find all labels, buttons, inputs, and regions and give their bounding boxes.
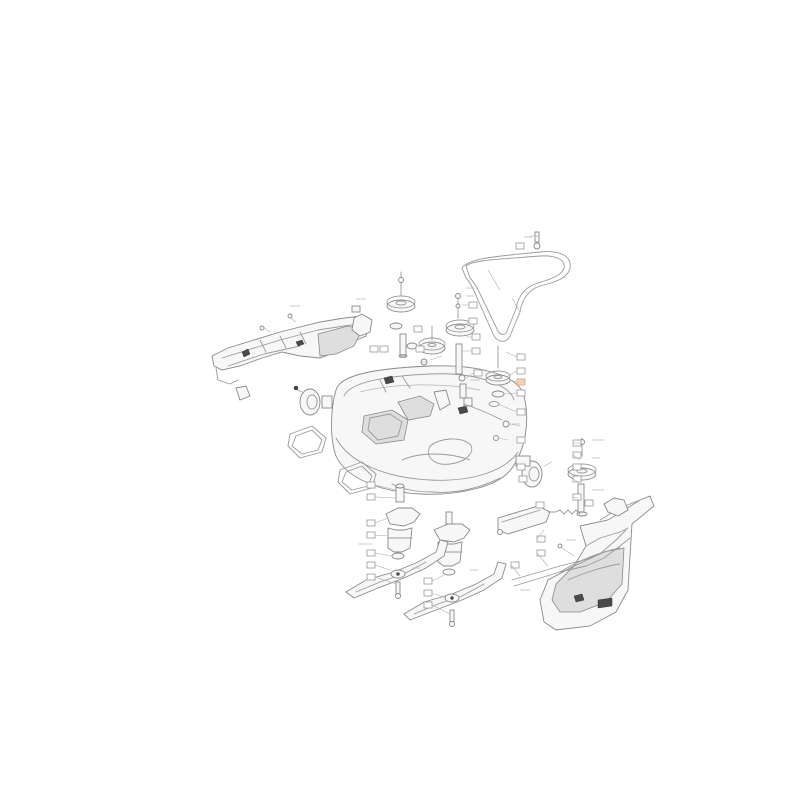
leader-lines — [374, 304, 582, 615]
highlighted-callout-box — [516, 378, 526, 386]
blade-bolt-icon — [395, 581, 455, 627]
pulley-icon — [485, 345, 511, 407]
belt-guide-bolt-icon — [530, 231, 541, 250]
part-number-strokes — [290, 236, 604, 591]
pulley-icon — [445, 293, 475, 407]
bracket-icon — [433, 389, 521, 441]
callout-markers — [366, 242, 594, 609]
drive-belt-icon — [461, 251, 571, 342]
left-bracket-assembly-icon — [211, 305, 373, 401]
right-side-bracket-icon — [511, 495, 655, 631]
pulley-icon — [386, 271, 418, 358]
mower-deck-icon — [331, 365, 528, 495]
wheel-icon — [293, 385, 333, 416]
pulley-icon — [418, 325, 446, 366]
bracket-icon — [497, 505, 581, 535]
spindle-icon — [385, 483, 421, 560]
spindle-icon — [433, 511, 471, 576]
